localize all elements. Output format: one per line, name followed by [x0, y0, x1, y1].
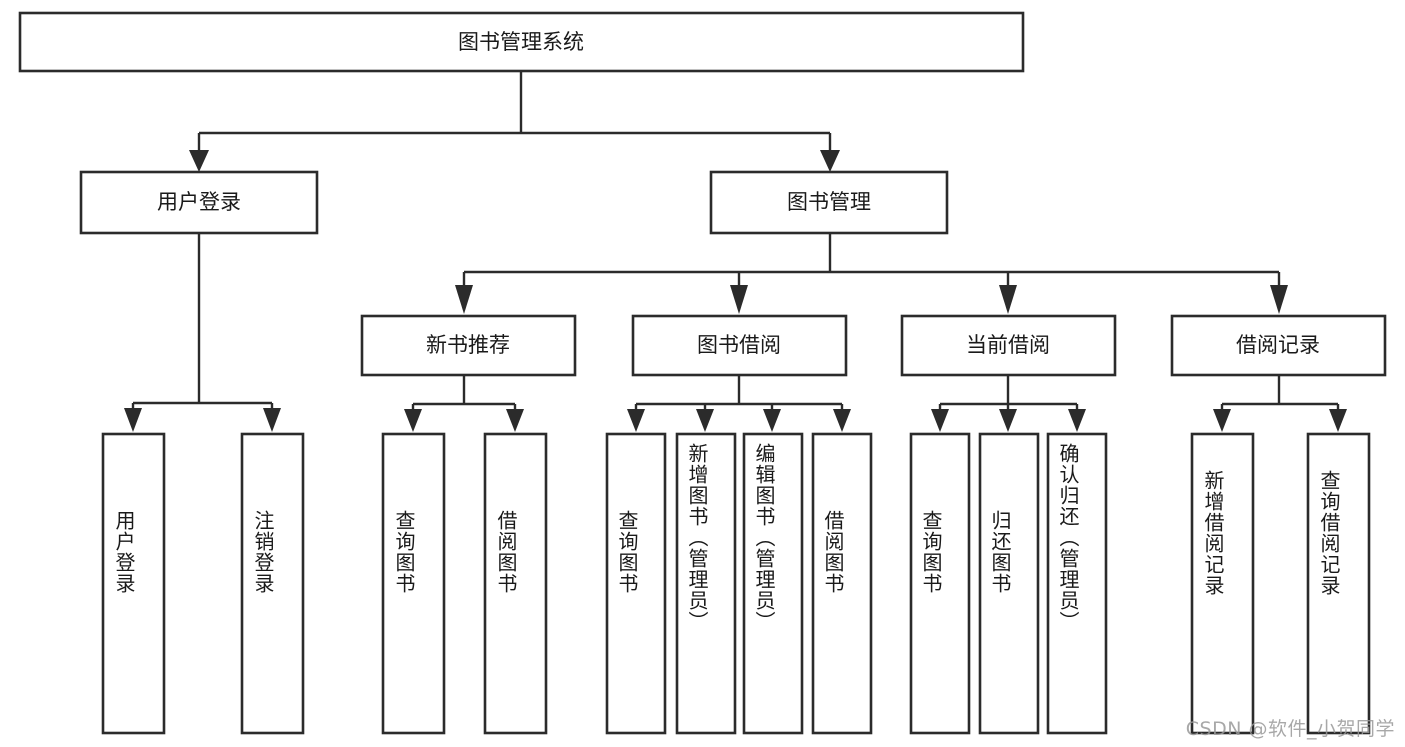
- arrowhead-new-book-rec: [455, 285, 473, 314]
- arrowhead-leaf-add-record: [1213, 409, 1231, 432]
- connector-layer: [124, 72, 1347, 432]
- node-layer: 图书管理系统 用户登录 图书管理 新书推荐 图书借阅 当前借阅 借阅记录: [18, 11, 1387, 735]
- arrowhead-leaf-edit-book: [763, 409, 781, 432]
- arrowhead-leaf-query-book-3: [931, 409, 949, 432]
- node-leaf-borrow-book-1[interactable]: [483, 432, 548, 735]
- node-root[interactable]: [18, 11, 1025, 73]
- arrowhead-leaf-borrow-book-2: [833, 409, 851, 432]
- arrowhead-leaf-add-book: [696, 409, 714, 432]
- arrowhead-leaf-query-book-1: [404, 409, 422, 432]
- arrowhead-leaf-borrow-book-1: [506, 409, 524, 432]
- node-book-borrow[interactable]: [631, 314, 848, 377]
- arrowhead-leaf-confirm-return: [1068, 409, 1086, 432]
- watermark-text: CSDN @软件_小贺同学: [1185, 718, 1395, 740]
- node-user-login-label: 用户登录: [157, 190, 241, 214]
- node-leaf-logout[interactable]: [240, 432, 305, 735]
- arrowhead-user-login: [189, 150, 209, 172]
- node-leaf-query-book-3[interactable]: [909, 432, 971, 735]
- node-book-manage[interactable]: [709, 170, 949, 235]
- arrowhead-leaf-return-book: [999, 409, 1017, 432]
- arrowhead-borrow-record: [1270, 285, 1288, 314]
- node-leaf-confirm-return[interactable]: [1046, 432, 1108, 735]
- node-leaf-add-book[interactable]: [675, 432, 737, 735]
- node-leaf-query-book-1[interactable]: [381, 432, 446, 735]
- node-book-manage-label: 图书管理: [787, 190, 871, 214]
- arrowhead-leaf-query-book-2: [627, 409, 645, 432]
- node-leaf-query-book-2[interactable]: [605, 432, 667, 735]
- node-leaf-user-login[interactable]: [101, 432, 166, 735]
- node-root-label: 图书管理系统: [458, 30, 584, 54]
- arrowhead-leaf-query-record: [1329, 409, 1347, 432]
- node-book-borrow-label: 图书借阅: [697, 333, 781, 357]
- node-new-book-rec-label: 新书推荐: [426, 333, 510, 357]
- node-leaf-add-record[interactable]: [1190, 432, 1255, 735]
- node-new-book-rec[interactable]: [360, 314, 577, 377]
- arrowhead-leaf-user-login: [124, 408, 142, 432]
- arrowhead-book-borrow: [730, 285, 748, 314]
- node-current-borrow[interactable]: [900, 314, 1117, 377]
- node-borrow-record[interactable]: [1170, 314, 1387, 377]
- node-leaf-borrow-book-2[interactable]: [811, 432, 873, 735]
- node-user-login[interactable]: [79, 170, 319, 235]
- arrowhead-current-borrow: [999, 285, 1017, 314]
- arrowhead-leaf-logout: [263, 408, 281, 432]
- node-leaf-query-record[interactable]: [1306, 432, 1371, 735]
- node-leaf-edit-book[interactable]: [742, 432, 804, 735]
- arrowhead-book-manage: [820, 150, 840, 172]
- node-leaf-return-book[interactable]: [978, 432, 1040, 735]
- node-borrow-record-label: 借阅记录: [1236, 333, 1320, 357]
- node-current-borrow-label: 当前借阅: [966, 333, 1050, 357]
